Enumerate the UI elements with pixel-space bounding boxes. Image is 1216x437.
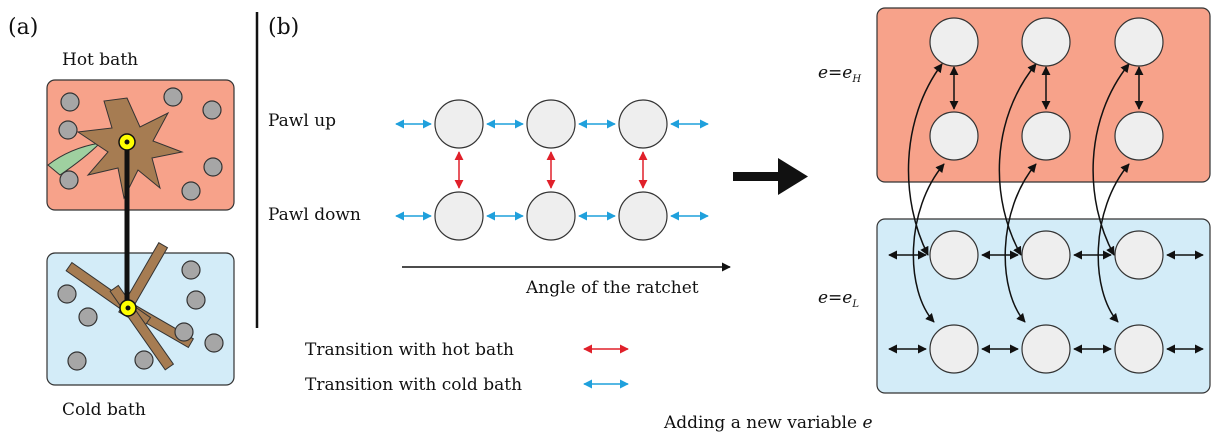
state-node: [1114, 324, 1164, 374]
transform-arrow: [733, 158, 808, 195]
state-node: [929, 17, 979, 67]
state-node: [1114, 17, 1164, 67]
angle-axis-label: Angle of the ratchet: [525, 278, 699, 298]
cold-bath: [46, 241, 235, 386]
pawl-down-label: Pawl down: [268, 205, 361, 225]
var-label-cold: e=eL: [818, 288, 859, 310]
gas-molecule: [203, 157, 223, 177]
gas-molecule: [57, 284, 77, 304]
state-node: [526, 191, 576, 241]
gas-molecule: [134, 350, 154, 370]
panel-b-label: (b): [268, 15, 299, 40]
gas-molecule: [60, 92, 80, 112]
state-node: [929, 230, 979, 280]
gas-molecule: [67, 351, 87, 371]
state-grid-b: [395, 99, 709, 241]
gas-molecule: [58, 120, 78, 140]
state-node: [1021, 230, 1071, 280]
state-node: [929, 111, 979, 161]
state-node: [1021, 111, 1071, 161]
gas-molecule: [202, 100, 222, 120]
gas-molecule: [78, 307, 98, 327]
state-node: [1021, 17, 1071, 67]
gas-molecule: [186, 290, 206, 310]
gas-molecule: [163, 87, 183, 107]
state-node: [618, 191, 668, 241]
pawl-up-label: Pawl up: [268, 111, 336, 131]
hot-bath-label: Hot bath: [62, 50, 138, 70]
state-node: [1021, 324, 1071, 374]
var-label-hot: e=eH: [818, 63, 861, 85]
gas-molecule: [59, 170, 79, 190]
legend-hot-label: Transition with hot bath: [305, 340, 514, 360]
state-node: [434, 191, 484, 241]
state-node: [929, 324, 979, 374]
state-node: [1114, 230, 1164, 280]
legend-cold-label: Transition with cold bath: [305, 375, 522, 395]
extended-caption: Adding a new variable e: [663, 413, 873, 433]
gas-molecule: [181, 181, 201, 201]
cold-bath-label: Cold bath: [62, 400, 146, 420]
gas-molecule: [174, 322, 194, 342]
state-node: [1114, 111, 1164, 161]
state-node: [526, 99, 576, 149]
state-node: [618, 99, 668, 149]
panel-a-label: (a): [8, 15, 38, 40]
gas-molecule: [204, 333, 224, 353]
state-node: [434, 99, 484, 149]
state-grid-extended: [888, 17, 1204, 374]
hot-bath: [46, 79, 235, 211]
gas-molecule: [181, 260, 201, 280]
